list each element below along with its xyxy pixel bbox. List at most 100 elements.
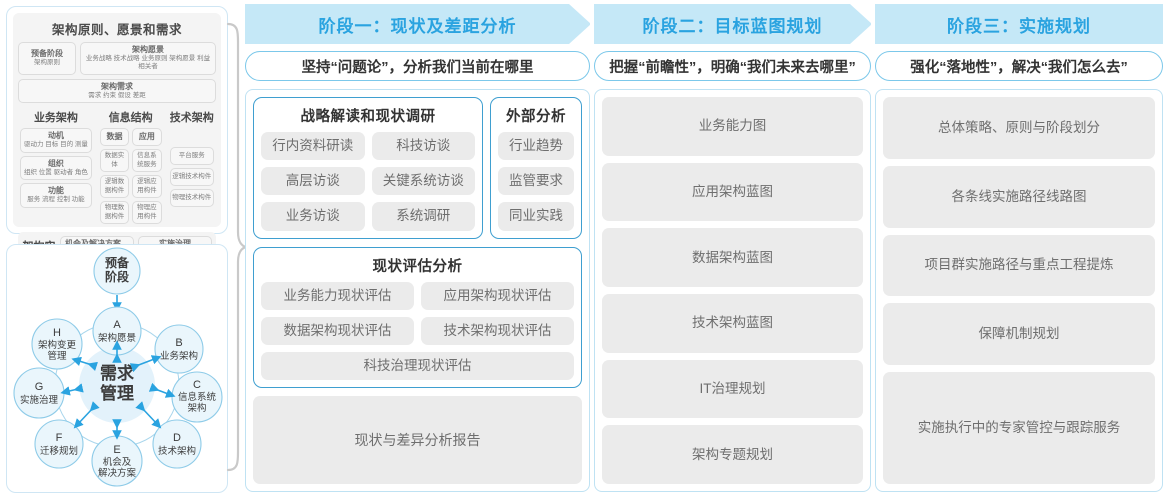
cycle-node-b bbox=[154, 324, 204, 374]
pillar-technology-stack: 平台服务 逻辑技术构件 物理技术构件 bbox=[169, 128, 214, 208]
cycle-node-g-letter: G bbox=[35, 381, 44, 393]
adm-cycle-diagram: 需求 管理 预备 阶段 A 架构愿景 B 业务架构 C 信息系统 架构 D 技术… bbox=[13, 247, 223, 487]
chip-strategy-3[interactable]: 关键系统访谈 bbox=[371, 167, 475, 196]
phase-column-3: 阶段三：实施规划 强化“落地性”，解决“我们怎么去” 总体策略、原则与阶段划分 … bbox=[875, 4, 1163, 492]
information-data-item-1: 逻辑数据构件 bbox=[99, 175, 130, 199]
business-motivation-sub: 驱动力 目标 目的 测量 bbox=[23, 141, 88, 149]
chip-blueprint-3[interactable]: 技术架构蓝图 bbox=[602, 294, 863, 353]
phase-2-body: 业务能力图 应用架构蓝图 数据架构蓝图 技术架构蓝图 IT治理规划 架构专题规划 bbox=[594, 89, 871, 492]
chip-blueprint-1[interactable]: 应用架构蓝图 bbox=[602, 162, 863, 222]
togaf-content-framework-card: 架构原则、愿景和需求 预备阶段 架构原则 架构愿景 业务战略 技术战略 业务原则… bbox=[6, 6, 228, 275]
business-function-box: 功能 服务 流程 控制 功能 bbox=[20, 183, 92, 208]
phase-column-2: 阶段二：目标蓝图规划 把握“前瞻性”，明确“我们未来去哪里” 业务能力图 应用架… bbox=[594, 4, 872, 492]
pillar-technology-title: 技术架构 bbox=[169, 112, 214, 125]
chevron-right-icon bbox=[850, 4, 872, 44]
technology-item-2-label: 物理技术构件 bbox=[172, 194, 212, 202]
information-app-item-1: 逻辑应用构件 bbox=[132, 175, 162, 199]
group-strategy-research-chips: 行内资料研读 科技访谈 高层访谈 关键系统访谈 业务访谈 系统调研 bbox=[261, 132, 475, 231]
chip-assessment-2[interactable]: 数据架构现状评估 bbox=[261, 316, 414, 345]
togaf-inner: 架构原则、愿景和需求 预备阶段 架构原则 架构愿景 业务战略 技术战略 业务原则… bbox=[13, 13, 221, 275]
chip-external-2[interactable]: 同业实践 bbox=[498, 202, 574, 231]
information-app-item-2: 物理应用构件 bbox=[132, 201, 162, 224]
chip-blueprint-4[interactable]: IT治理规划 bbox=[602, 359, 863, 419]
cycle-node-a-label: 架构愿景 bbox=[98, 332, 136, 344]
information-data-item-0: 数据实体 bbox=[99, 149, 130, 173]
information-data-item-0-label: 数据实体 bbox=[104, 152, 125, 168]
technology-item-1: 逻辑技术构件 bbox=[169, 168, 214, 187]
pillar-information-structure: 信息结构 数据 数据实体 逻辑数据构件 bbox=[97, 108, 164, 227]
togaf-prep-phase-box: 预备阶段 架构原则 bbox=[18, 42, 76, 75]
chip-external-1[interactable]: 监管要求 bbox=[498, 167, 574, 196]
chip-external-0[interactable]: 行业趋势 bbox=[498, 132, 574, 161]
cycle-node-e-label-line1: 机会及 bbox=[103, 456, 132, 468]
chip-assessment-governance[interactable]: 科技治理现状评估 bbox=[261, 351, 574, 381]
pillar-technology-architecture: 技术架构 平台服务 逻辑技术构件 物理技术构件 bbox=[167, 108, 216, 227]
chip-implementation-2[interactable]: 项目群实施路径与重点工程提炼 bbox=[883, 234, 1155, 297]
chip-blueprint-2[interactable]: 数据架构蓝图 bbox=[602, 228, 863, 288]
chip-strategy-0[interactable]: 行内资料研读 bbox=[261, 132, 365, 161]
phase-1-header: 阶段一：现状及差距分析 bbox=[245, 4, 591, 44]
chip-blueprint-0[interactable]: 业务能力图 bbox=[602, 97, 863, 156]
togaf-vision-head: 架构愿景 bbox=[132, 45, 164, 54]
group-external-analysis-title: 外部分析 bbox=[506, 109, 566, 125]
group-external-analysis: 外部分析 行业趋势 监管要求 同业实践 bbox=[490, 97, 582, 239]
pillar-information-columns: 数据 数据实体 逻辑数据构件 物理数据构件 bbox=[99, 128, 162, 224]
cycle-arrow-center-f bbox=[73, 401, 100, 429]
information-app-item-0: 信息系统服务 bbox=[132, 149, 162, 173]
phase-3-header-label: 阶段三：实施规划 bbox=[947, 16, 1091, 36]
cycle-center-line2: 管理 bbox=[100, 383, 134, 403]
chip-implementation-4[interactable]: 实施执行中的专家管控与跟踪服务 bbox=[883, 372, 1155, 484]
phase-1-top-row: 战略解读和现状调研 行内资料研读 科技访谈 高层访谈 关键系统访谈 业务访谈 系… bbox=[253, 97, 582, 239]
chevron-right-icon bbox=[569, 4, 591, 44]
chip-assessment-0[interactable]: 业务能力现状评估 bbox=[261, 281, 414, 310]
chip-implementation-3[interactable]: 保障机制规划 bbox=[883, 303, 1155, 366]
business-motivation-head: 动机 bbox=[47, 131, 64, 141]
cycle-arrow-center-b bbox=[129, 355, 162, 373]
cycle-node-e-label-line2: 解决方案 bbox=[98, 467, 137, 479]
cycle-arrow-center-c bbox=[148, 382, 176, 398]
cycle-node-h bbox=[31, 318, 83, 370]
cycle-node-h-letter: H bbox=[53, 327, 61, 339]
chip-strategy-5[interactable]: 系统调研 bbox=[371, 202, 475, 231]
togaf-prep-head: 预备阶段 bbox=[31, 49, 63, 59]
togaf-row-principles: 预备阶段 架构原则 架构愿景 业务战略 技术战略 业务原则 架构愿景 利益相关者 bbox=[18, 42, 216, 75]
chip-assessment-1[interactable]: 应用架构现状评估 bbox=[421, 281, 574, 310]
group-current-state-assessment-title: 现状评估分析 bbox=[372, 258, 463, 275]
cycle-node-d bbox=[152, 419, 202, 469]
cycle-node-f-letter: F bbox=[56, 432, 63, 444]
chip-strategy-1[interactable]: 科技访谈 bbox=[371, 132, 475, 161]
chip-strategy-4[interactable]: 业务访谈 bbox=[261, 202, 365, 231]
cycle-node-e-letter: E bbox=[113, 444, 120, 456]
business-function-head: 功能 bbox=[47, 186, 64, 196]
implementation-governance-head: 实施治理 bbox=[141, 239, 209, 249]
chip-blueprint-5[interactable]: 架构专题规划 bbox=[602, 425, 863, 485]
information-data-column: 数据 数据实体 逻辑数据构件 物理数据构件 bbox=[99, 128, 130, 224]
cycle-node-prep bbox=[93, 247, 141, 295]
cycle-arrow-center-h bbox=[71, 356, 99, 372]
togaf-requirements-sub: 需求 约束 假设 差距 bbox=[88, 91, 146, 99]
phase-2-item-list: 业务能力图 应用架构蓝图 数据架构蓝图 技术架构蓝图 IT治理规划 架构专题规划 bbox=[602, 97, 863, 485]
cycle-node-b-letter: B bbox=[175, 337, 182, 349]
cycle-node-c-letter: C bbox=[193, 379, 201, 391]
phase-3-subtitle: 强化“落地性”，解决“我们怎么去” bbox=[875, 51, 1163, 81]
phase-3-header: 阶段三：实施规划 bbox=[875, 4, 1163, 44]
togaf-requirements-head: 架构需求 bbox=[101, 81, 133, 91]
chip-assessment-3[interactable]: 技术架构现状评估 bbox=[421, 316, 574, 345]
adm-cycle-card: 需求 管理 预备 阶段 A 架构愿景 B 业务架构 C 信息系统 架构 D 技术… bbox=[6, 244, 228, 493]
phase-1-body: 战略解读和现状调研 行内资料研读 科技访谈 高层访谈 关键系统访谈 业务访谈 系… bbox=[245, 89, 590, 492]
information-data-item-2: 物理数据构件 bbox=[99, 201, 130, 224]
phase-1-subtitle: 坚持“问题论”，分析我们当前在哪里 bbox=[245, 51, 590, 81]
technology-item-2: 物理技术构件 bbox=[169, 189, 214, 208]
chip-gap-analysis-report[interactable]: 现状与差异分析报告 bbox=[253, 396, 582, 485]
chip-strategy-2[interactable]: 高层访谈 bbox=[261, 167, 365, 196]
cycle-node-d-letter: D bbox=[173, 432, 181, 444]
business-organization-head: 组织 bbox=[47, 158, 64, 168]
information-app-item-0-label: 信息系统服务 bbox=[137, 152, 157, 168]
pillar-business-title: 业务架构 bbox=[33, 112, 78, 125]
phase-2-header: 阶段二：目标蓝图规划 bbox=[594, 4, 872, 44]
left-framework-panel: 架构原则、愿景和需求 预备阶段 架构原则 架构愿景 业务战略 技术战略 业务原则… bbox=[6, 6, 228, 493]
chip-implementation-0[interactable]: 总体策略、原则与阶段划分 bbox=[883, 97, 1155, 159]
group-strategy-research: 战略解读和现状调研 行内资料研读 科技访谈 高层访谈 关键系统访谈 业务访谈 系… bbox=[253, 97, 483, 239]
chip-implementation-1[interactable]: 各条线实施路径线路图 bbox=[883, 165, 1155, 228]
phase-3-body: 总体策略、原则与阶段划分 各条线实施路径线路图 项目群实施路径与重点工程提炼 保… bbox=[875, 89, 1163, 492]
